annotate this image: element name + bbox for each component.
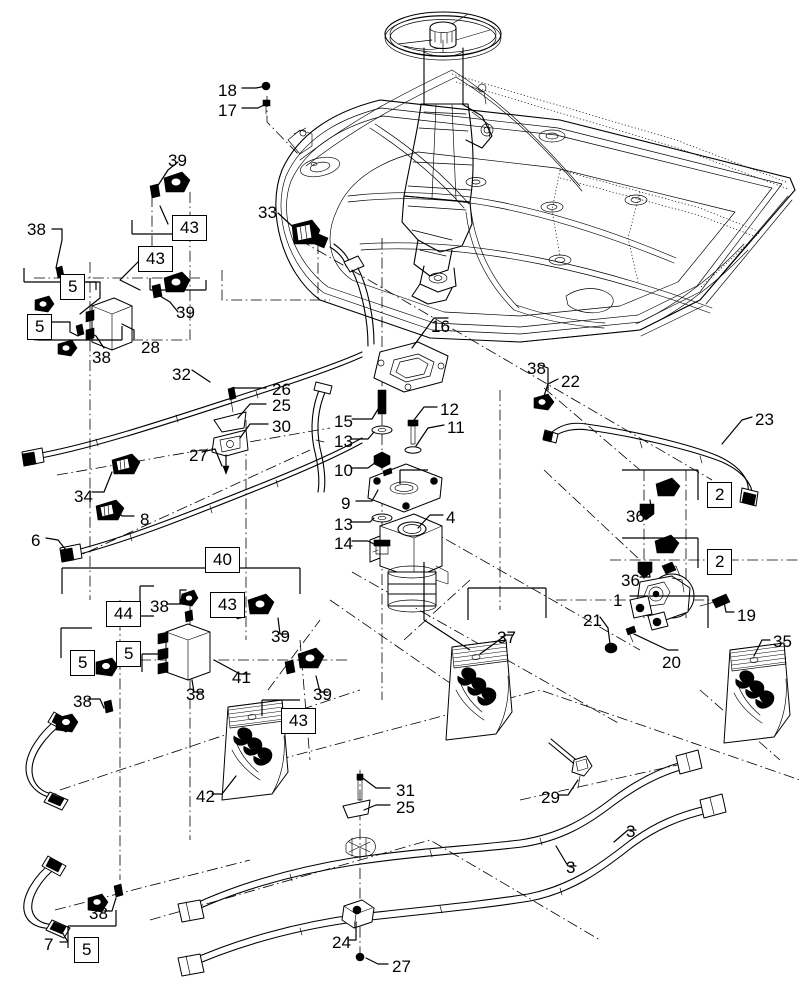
callout-number-13: 13 [334,515,353,534]
phantom-group-outlines [149,579,801,941]
hose-32-upper-end [343,255,375,347]
cover-plate-16 [373,341,449,393]
clamp-24-31-25 [341,773,376,962]
callout-number-29: 29 [541,788,560,807]
fitting-33 [291,219,351,267]
callout-box-5: 5 [74,937,100,963]
callout-number-19: 19 [737,606,756,625]
callout-number-9: 9 [341,494,351,513]
fittings-around-28 [34,171,191,357]
group-brackets [23,220,709,948]
callout-number-31: 31 [396,781,415,800]
hose-3-lower [177,793,727,977]
callout-number-39: 39 [176,303,195,322]
callout-number-24: 24 [332,933,351,952]
hardware-bag-37 [445,639,513,741]
hardware-bag-35 [723,642,791,744]
leader-lines [45,85,771,965]
operator-platform [275,69,796,343]
hose-32 [21,351,363,467]
callout-number-25: 25 [396,798,415,817]
callout-number-39: 39 [271,627,290,646]
callout-box-43: 43 [210,592,245,618]
callout-number-39: 39 [313,685,332,704]
callout-box-44: 44 [106,601,141,627]
callout-number-38: 38 [27,220,46,239]
clamp-assembly-25-26-30 [211,386,249,475]
callout-number-35: 35 [773,632,792,651]
callout-number-14: 14 [334,534,353,553]
callout-number-27: 27 [392,957,411,976]
mount-plate-9 [367,463,443,513]
callout-number-34: 34 [74,487,93,506]
callout-number-23: 23 [755,410,774,429]
callout-number-36: 36 [621,571,640,590]
callout-box-43: 43 [172,215,207,241]
callout-box-5: 5 [70,650,96,676]
callout-number-38: 38 [186,685,205,704]
callout-number-27: 27 [189,446,208,465]
hydraulic-pump-1 [604,561,731,654]
callout-number-41: 41 [232,668,251,687]
callout-number-21: 21 [583,611,602,630]
callout-number-11: 11 [447,418,465,437]
callout-number-17: 17 [218,101,237,120]
callout-number-38: 38 [73,692,92,711]
callout-number-4: 4 [446,508,456,527]
callout-box-5: 5 [116,641,142,667]
callout-number-36: 36 [626,507,645,526]
steering-wheel-and-column [384,11,502,305]
callout-number-42: 42 [196,787,215,806]
callout-number-25: 25 [272,396,291,415]
manifold-41 [157,589,211,681]
callout-number-6: 6 [31,531,41,550]
callout-number-10: 10 [334,461,353,480]
callout-number-22: 22 [561,372,580,391]
callout-number-39: 39 [168,151,187,170]
callout-number-12: 12 [440,400,459,419]
callout-number-20: 20 [662,653,681,672]
callout-number-38: 38 [527,359,546,378]
callout-box-5: 5 [60,274,86,300]
fittings-right-2-36 [637,477,681,579]
bracket-29 [548,738,593,789]
callout-box-2: 2 [707,549,733,575]
hose-lower-left-short-2 [23,855,71,939]
callout-number-38: 38 [92,348,111,367]
callout-box-43: 43 [281,708,316,734]
hose-3-upper [177,749,703,923]
hose-6 [59,437,363,563]
callout-number-16: 16 [431,317,450,336]
callout-box-43: 43 [138,246,173,272]
callout-number-15: 15 [334,412,353,431]
fitting-22 [533,393,555,411]
callout-number-38: 38 [89,904,108,923]
fittings-34-8 [95,453,141,521]
callout-number-1: 1 [613,591,623,610]
hose-center-curved [311,381,333,493]
callout-number-32: 32 [172,365,191,384]
callout-box-2: 2 [707,482,733,508]
callout-number-30: 30 [272,417,291,436]
center-stack-fasteners [371,389,422,555]
callout-number-18: 18 [218,81,237,100]
callout-number-7: 7 [44,935,54,954]
callout-number-28: 28 [141,338,160,357]
callout-number-3: 3 [566,858,576,877]
callout-number-33: 33 [258,203,277,222]
callout-number-38: 38 [150,597,169,616]
callout-box-40: 40 [205,547,240,573]
callout-number-8: 8 [140,510,150,529]
callout-number-3: 3 [626,822,636,841]
callout-number-13: 13 [334,432,353,451]
callout-number-26: 26 [272,380,291,399]
callout-box-5: 5 [27,314,53,340]
callout-number-37: 37 [497,628,516,647]
manifold-28 [85,297,133,351]
hose-23 [542,422,759,507]
hardware-bag-42 [221,699,289,801]
